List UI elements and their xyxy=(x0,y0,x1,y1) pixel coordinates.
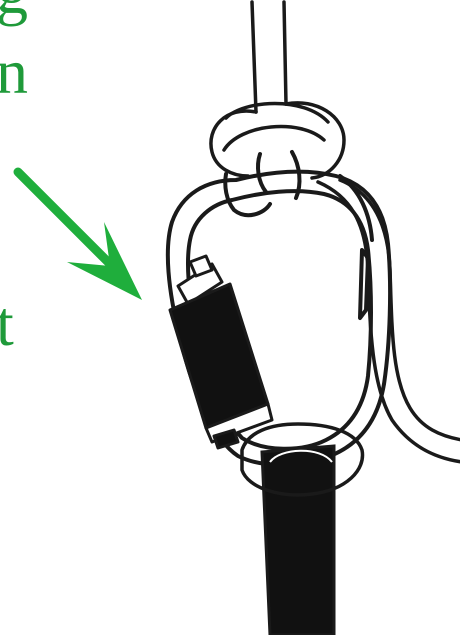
rope-loop xyxy=(211,103,344,178)
rope-top xyxy=(252,2,286,112)
sling-bottom xyxy=(242,424,363,635)
screw-gate-sleeve xyxy=(170,256,272,448)
arrow-down-right-icon xyxy=(18,172,142,300)
